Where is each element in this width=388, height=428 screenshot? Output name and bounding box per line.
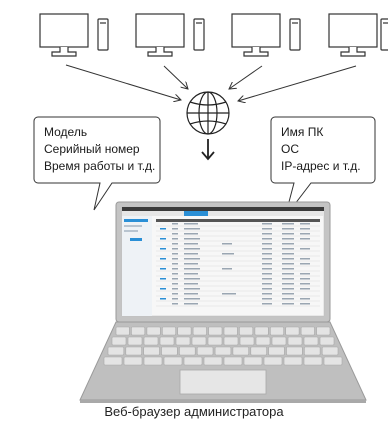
keyboard-key [316, 326, 331, 336]
keyboard-key [177, 326, 192, 336]
table-rows [156, 225, 320, 307]
caption: Веб-браузер администратора [104, 404, 284, 419]
keyboard-key [179, 346, 196, 356]
computer-4 [328, 13, 388, 57]
keyboard-key [143, 346, 160, 356]
desktop-computer-icon [135, 13, 205, 57]
trackpad [179, 369, 267, 395]
sidebar-active-item [124, 219, 148, 222]
sidebar-button [130, 238, 142, 241]
keyboard-key [115, 326, 130, 336]
keyboard-key [203, 356, 223, 366]
down-arrow-icon [201, 139, 215, 161]
callout-line-model: Модель [44, 125, 88, 139]
table-link-cells [160, 228, 166, 300]
desktop-computer-icon [231, 13, 301, 57]
keyboard-key [161, 346, 178, 356]
keyboard-key [131, 326, 146, 336]
desktop-computer-icon [328, 13, 388, 57]
keyboard-key [223, 356, 243, 366]
keyboard-key [303, 356, 323, 366]
keyboard-key [250, 346, 267, 356]
keyboard-key [239, 336, 255, 346]
keyboard-key [268, 346, 285, 356]
keyboard-key [183, 356, 203, 366]
keyboard-key [207, 336, 223, 346]
table-header [156, 219, 320, 222]
keyboard [103, 326, 343, 366]
keyboard-key [208, 326, 223, 336]
keyboard-key [111, 336, 127, 346]
keyboard-key [191, 336, 207, 346]
callout-line-uptime: Время работы и т.д. [44, 159, 156, 173]
keyboard-key [175, 336, 191, 346]
keyboard-key [159, 336, 175, 346]
keyboard-key [214, 346, 232, 356]
laptop-icon [79, 201, 367, 403]
keyboard-key [271, 336, 287, 346]
globe-icon [186, 91, 230, 135]
arrow-1 [65, 64, 181, 100]
callout-line-os: ОС [281, 142, 299, 156]
keyboard-key [196, 346, 214, 356]
keyboard-key [192, 326, 207, 336]
keyboard-key [163, 356, 183, 366]
keyboard-key [143, 356, 163, 366]
keyboard-key [303, 336, 319, 346]
computer-2 [135, 13, 205, 57]
arrow-3 [229, 65, 263, 89]
keyboard-key [323, 356, 343, 366]
keyboard-key [127, 336, 143, 346]
keyboard-key [123, 356, 143, 366]
callout-line-serial: Серийный номер [44, 142, 140, 156]
right-callout-bubble [270, 116, 376, 218]
arrow-4 [238, 65, 357, 101]
right-callout-text: Имя ПК ОС IP-адрес и т.д. [281, 124, 361, 175]
browser-topbar [122, 207, 324, 211]
laptop-base-edge [80, 400, 366, 403]
desktop-computer-icon [39, 13, 109, 57]
arrow-2 [163, 65, 188, 89]
keyboard-key [125, 346, 142, 356]
keyboard-key [107, 346, 125, 356]
keyboard-key [223, 336, 239, 346]
callout-line-ip: IP-адрес и т.д. [281, 159, 361, 173]
keyboard-key [303, 346, 321, 356]
callout-line-pc-name: Имя ПК [281, 125, 324, 139]
keyboard-key [286, 346, 303, 356]
keyboard-key [223, 326, 238, 336]
sidebar-item [124, 225, 142, 227]
table-cells [172, 223, 310, 305]
browser-accent-button [184, 211, 208, 216]
keyboard-key [319, 336, 335, 346]
left-callout-text: Модель Серийный номер Время работы и т.д… [44, 124, 155, 175]
keyboard-key [263, 356, 283, 366]
keyboard-key [287, 336, 303, 346]
keyboard-key [254, 326, 269, 336]
keyboard-key [162, 326, 177, 336]
keyboard-key [239, 326, 254, 336]
left-callout-bubble [33, 116, 161, 211]
keyboard-key [232, 346, 249, 356]
computer-1 [39, 13, 109, 57]
computer-3 [231, 13, 301, 57]
keyboard-key [285, 326, 300, 336]
keyboard-key [255, 336, 271, 346]
laptop-screen [121, 206, 325, 317]
keyboard-key [321, 346, 339, 356]
keyboard-key [269, 326, 284, 336]
keyboard-key [143, 336, 159, 346]
keyboard-key [146, 326, 161, 336]
keyboard-key [300, 326, 315, 336]
keyboard-key [103, 356, 123, 366]
keyboard-key [283, 356, 303, 366]
browser-sidebar [122, 216, 152, 316]
sidebar-item [124, 230, 138, 232]
browser-header-strip [122, 211, 324, 216]
keyboard-key [243, 356, 263, 366]
